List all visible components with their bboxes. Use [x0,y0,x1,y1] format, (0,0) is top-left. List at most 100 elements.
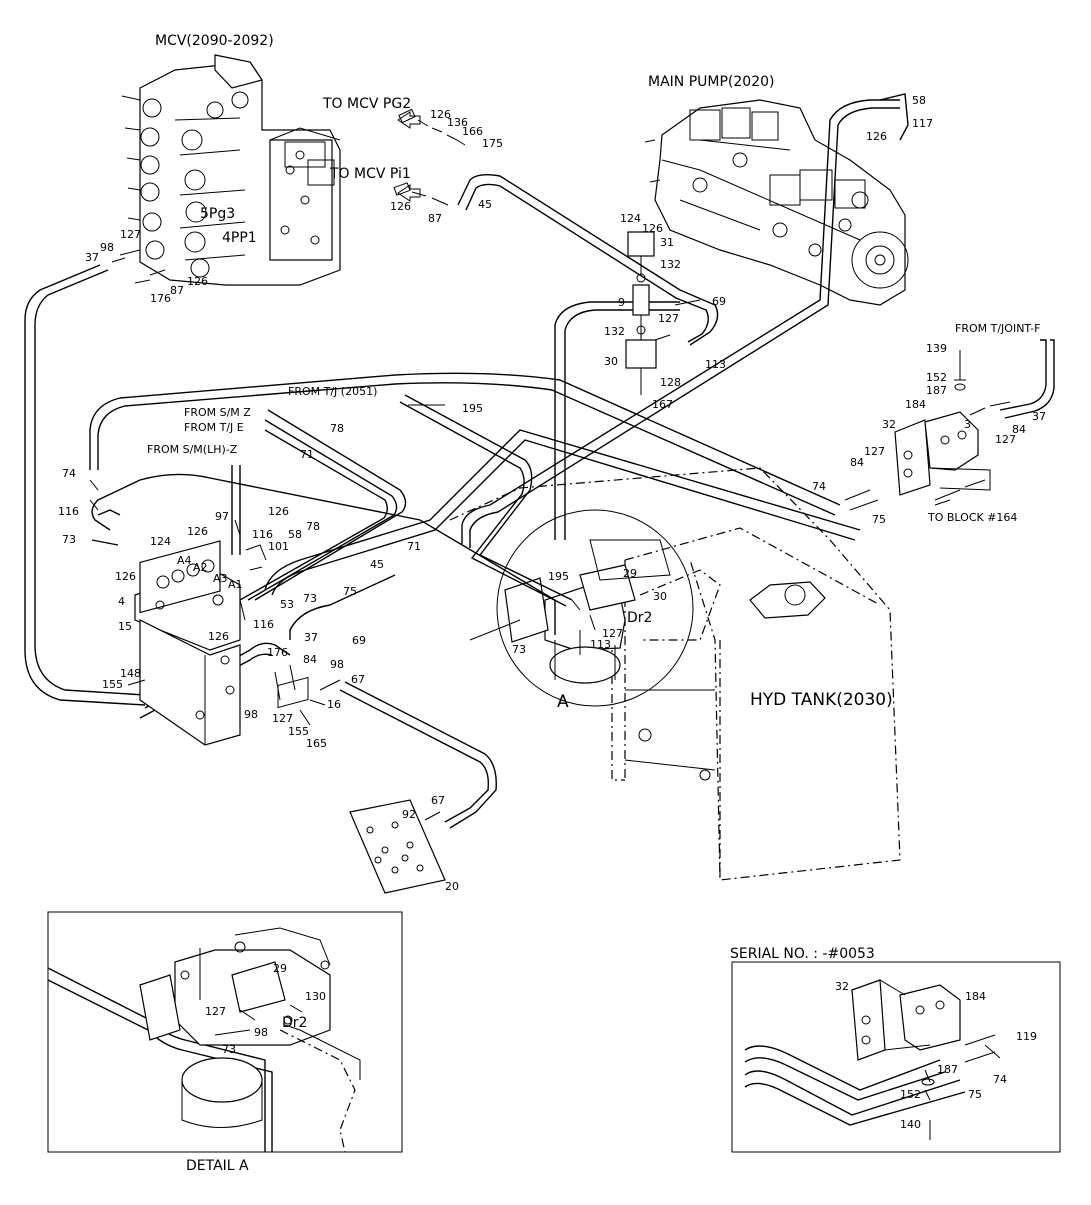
mcv-title: MCV(2090-2092) [155,33,274,49]
callout: 78 [306,520,320,533]
headings: MCV(2090-2092) MAIN PUMP(2020) HYD TANK(… [147,33,1040,1174]
callout: 4 [118,595,125,608]
callout: 128 [660,376,681,389]
from-tjoint-f-label: FROM T/JOINT-F [955,322,1040,335]
main-part-callouts: 58 117 126 126 136 166 175 126 87 45 124… [58,94,1046,893]
callout: 117 [912,117,933,130]
callout: 113 [705,358,726,371]
callout: 127 [995,433,1016,446]
callout: 126 [187,525,208,538]
callout: 97 [215,510,229,523]
callout: 15 [118,620,132,633]
callout: 29 [273,962,287,975]
callout: 126 [208,630,229,643]
main-pump [644,99,909,306]
callout: 87 [170,284,184,297]
from-sm-z-label: FROM S/M Z [184,406,251,419]
callout: 78 [330,422,344,435]
callout: 92 [402,808,416,821]
callout: 127 [602,627,623,640]
distribution-block [134,540,241,746]
serial-detail-box [731,961,1061,1153]
callout: 75 [968,1088,982,1101]
callout: 139 [926,342,947,355]
hydraulic-tank [449,467,901,881]
callout: 16 [327,698,341,711]
mounting-plate [349,799,446,894]
callout: 132 [660,258,681,271]
callout: 127 [864,445,885,458]
callout: 74 [812,480,826,493]
callout: 84 [850,456,864,469]
callout: 119 [1016,1030,1037,1043]
leader-arrows [397,111,951,506]
port-5pg3: 5Pg3 [200,206,235,222]
callout: 98 [244,708,258,721]
callout: 67 [431,794,445,807]
callout: 187 [926,384,947,397]
callout: 84 [303,653,317,666]
port-dr2: Dr2 [627,610,652,626]
callout: 187 [937,1063,958,1076]
callout: 73 [303,592,317,605]
callout: 136 [447,116,468,129]
callout: 58 [912,94,926,107]
callout: 126 [268,505,289,518]
callout: 45 [370,558,384,571]
callout: 74 [993,1073,1007,1086]
callout: 195 [462,402,483,415]
callout: 140 [900,1118,921,1131]
callout: 31 [660,236,674,249]
callout: 37 [85,251,99,264]
callout: 167 [652,398,673,411]
callout: 155 [288,725,309,738]
callout: 98 [330,658,344,671]
callout: 84 [1012,423,1026,436]
from-sm-lh-z-label: FROM S/M(LH)-Z [147,443,238,456]
callout: 98 [254,1026,268,1039]
callout: 148 [120,667,141,680]
to-mcv-pi1-label: TO MCV Pi1 [329,166,411,182]
to-block-164-label: TO BLOCK #164 [927,511,1017,524]
callout: 127 [205,1005,226,1018]
hyd-tank-title: HYD TANK(2030) [750,690,893,710]
callout: 53 [280,598,294,611]
callout: 98 [100,241,114,254]
callout: 71 [300,448,314,461]
port-a1: A1 [228,578,243,591]
callout: 71 [407,540,421,553]
port-a4: A4 [177,554,192,567]
callout: 116 [252,528,273,541]
callout: 126 [642,222,663,235]
fittings [89,108,1011,821]
callout: 126 [187,275,208,288]
callout: 32 [835,980,849,993]
callout: 195 [548,570,569,583]
callout: 30 [653,590,667,603]
callout: 87 [428,212,442,225]
callout: 116 [253,618,274,631]
main-pump-title: MAIN PUMP(2020) [648,74,774,90]
callout: 30 [604,355,618,368]
callout: 69 [712,295,726,308]
callout: 37 [1032,410,1046,423]
callout: 132 [604,325,625,338]
callout: 75 [343,585,357,598]
callout: 20 [445,880,459,893]
right-bracket-block [894,350,991,496]
callout: 73 [62,533,76,546]
detail-a-callouts: 29 130 127 98 73 [205,962,326,1056]
callout: 126 [390,200,411,213]
callout: 127 [120,228,141,241]
serial-number-title: SERIAL NO. : -#0053 [730,946,875,962]
callout: 166 [462,125,483,138]
callout: 127 [658,312,679,325]
callout: 67 [351,673,365,686]
callout: 126 [115,570,136,583]
from-tj-2051-label: FROM T/J (2051) [288,385,377,398]
callout: 126 [430,108,451,121]
callout: 127 [272,712,293,725]
port-a2: A2 [193,561,208,574]
callout: 101 [268,540,289,553]
